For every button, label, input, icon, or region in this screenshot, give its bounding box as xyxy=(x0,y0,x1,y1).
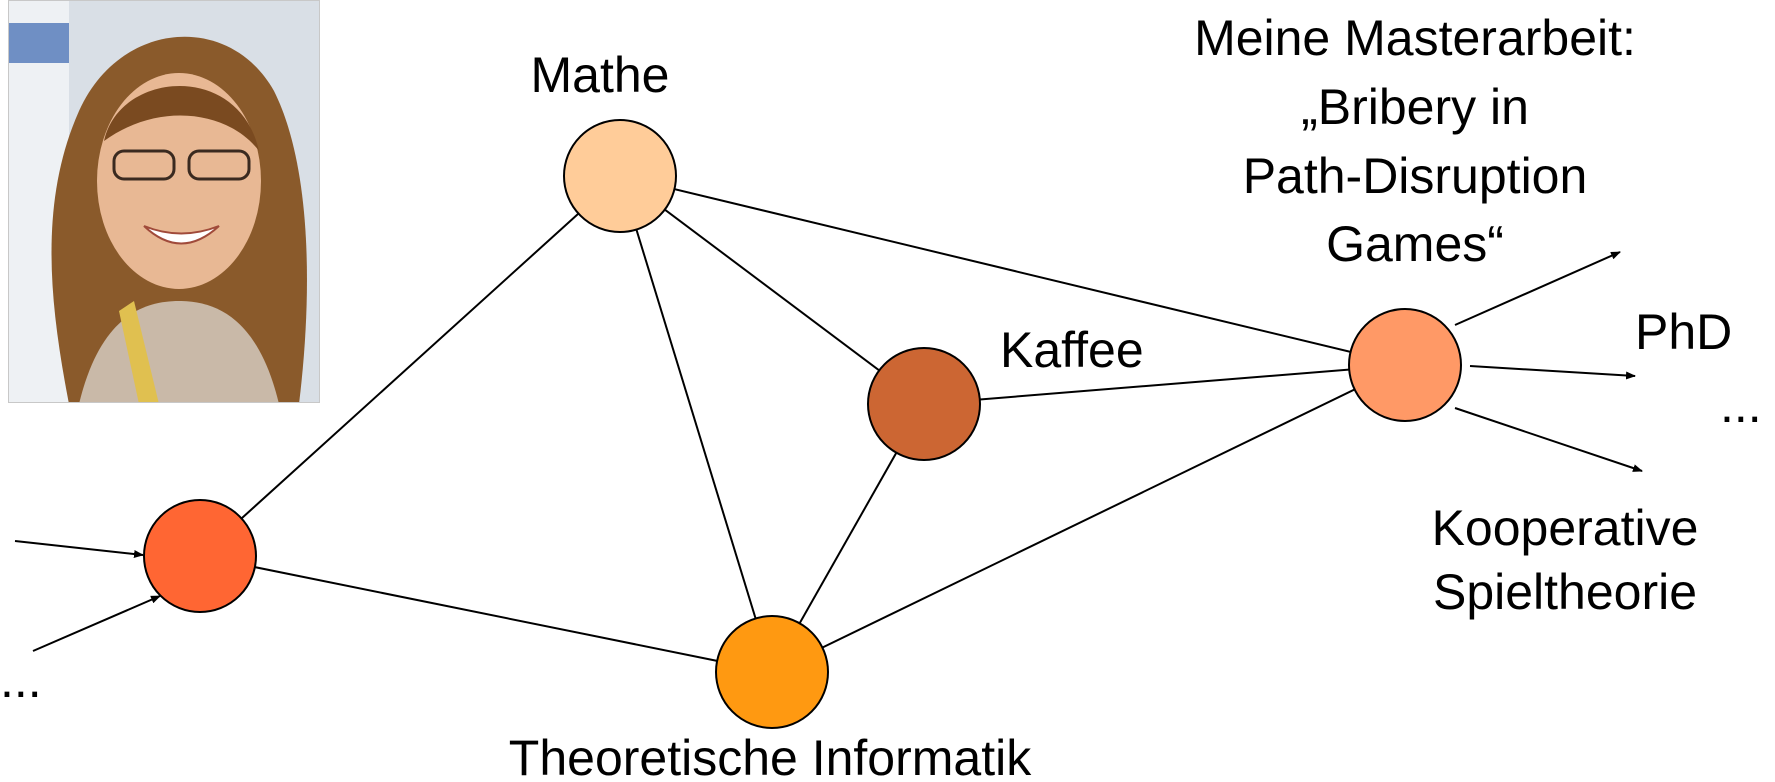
edge-mathe-masterarbeit xyxy=(619,175,1406,366)
edge-mathe-kaffee xyxy=(619,175,925,405)
label-theoretische-informatik: Theoretische Informatik xyxy=(508,730,1032,782)
node-masterarbeit xyxy=(1348,308,1462,422)
portrait-photo xyxy=(8,0,320,403)
outgoing-arrow-up xyxy=(1454,251,1621,326)
node-start xyxy=(143,499,257,613)
outgoing-arrow-phd xyxy=(1469,365,1636,380)
label-ellipsis-right: ... xyxy=(1720,377,1762,433)
node-kaffee xyxy=(867,347,981,461)
label-kaffee: Kaffee xyxy=(1000,322,1144,378)
masterarbeit-line-4: Games“ xyxy=(1326,216,1504,272)
edge-start-mathe xyxy=(199,175,621,557)
edge-theoretische-informatik-masterarbeit xyxy=(771,364,1406,673)
edge-start-theoretische-informatik xyxy=(199,555,773,673)
masterarbeit-line-1: Meine Masterarbeit: xyxy=(1194,10,1636,66)
incoming-arrow-top xyxy=(14,540,144,558)
masterarbeit-line-3: Path-Disruption xyxy=(1242,148,1588,204)
label-ellipsis-left: ... xyxy=(0,652,42,708)
nodes-group xyxy=(143,119,1462,729)
node-mathe xyxy=(563,119,677,233)
kooperative-line-2: Spieltheorie xyxy=(1432,564,1698,620)
node-theoretische-informatik xyxy=(715,615,829,729)
masterarbeit-line-2: „Bribery in xyxy=(1301,79,1529,135)
arrows-group xyxy=(14,251,1643,652)
label-phd: PhD xyxy=(1635,304,1733,360)
edge-mathe-theoretische-informatik xyxy=(619,175,773,673)
label-mathe: Mathe xyxy=(530,47,670,103)
edge-kaffee-masterarbeit xyxy=(923,364,1406,405)
outgoing-arrow-kooperative xyxy=(1454,407,1643,472)
kooperative-line-1: Kooperative xyxy=(1431,500,1699,556)
incoming-arrow-bottom xyxy=(32,595,161,652)
